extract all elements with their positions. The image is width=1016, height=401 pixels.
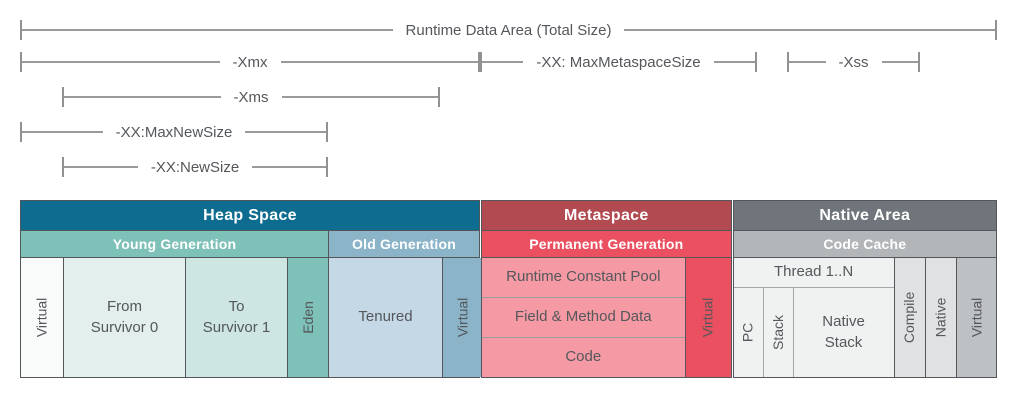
runtime-constant-pool-cell: Runtime Constant Pool <box>482 258 685 297</box>
dim-tick-left <box>20 122 22 142</box>
code-cache-header: Code Cache <box>733 231 996 257</box>
dim-line-segment <box>64 166 138 168</box>
dim-tick-right <box>755 52 758 72</box>
xmx-label: -Xmx <box>232 53 268 71</box>
to-survivor-cell: To Survivor 1 <box>186 258 287 377</box>
dim-runtime-data-area: Runtime Data Area (Total Size) <box>20 19 998 41</box>
heap-virtual-right-label: Virtual <box>454 297 471 338</box>
eden-label: Eden <box>299 301 316 334</box>
runtime-data-area-label: Runtime Data Area (Total Size) <box>405 21 612 39</box>
metaspace-section: Metaspace Permanent Generation Runtime C… <box>481 200 732 378</box>
dim-tick-left <box>787 52 789 72</box>
metaspace-virtual-cell: Virtual <box>685 258 731 377</box>
metaspace-virtual-label: Virtual <box>699 297 716 338</box>
dim-xms: -Xms <box>62 86 440 108</box>
compile-cell: Compile <box>894 258 925 377</box>
native-subheader-row: Code Cache <box>733 231 996 257</box>
native-label: Native <box>932 297 949 338</box>
from-survivor-cell: From Survivor 0 <box>64 258 185 377</box>
old-generation-header: Old Generation <box>329 231 479 257</box>
eden-cell: Eden <box>288 258 328 377</box>
metaspace-header: Metaspace <box>482 201 731 230</box>
heap-virtual-right-cell: Virtual <box>443 258 483 377</box>
code-cell: Code <box>482 338 685 377</box>
dim-new-size: -XX:NewSize <box>62 156 329 178</box>
pc-label: PC <box>739 322 756 343</box>
heap-body-row: Virtual From Survivor 0 To Survivor 1 Ed… <box>21 258 483 377</box>
dim-tick-right <box>326 122 329 142</box>
max-metaspace-size-label: -XX: MaxMetaspaceSize <box>536 53 701 71</box>
metaspace-subheader-row: Permanent Generation <box>482 231 731 257</box>
native-virtual-cell: Virtual <box>956 258 996 377</box>
dim-tick-left <box>480 52 482 72</box>
dim-line-segment <box>245 131 327 133</box>
thread-label-cell: Thread 1..N <box>733 258 894 287</box>
thread-columns: PC Stack Native Stack <box>733 288 894 377</box>
stack-cell: Stack <box>763 288 793 377</box>
heap-subheader-row: Young Generation Old Generation <box>21 231 479 257</box>
dim-line-segment <box>64 96 221 98</box>
dim-max-metaspace-size: -XX: MaxMetaspaceSize <box>480 51 758 73</box>
dim-line-segment <box>789 61 826 63</box>
compile-label: Compile <box>901 291 918 344</box>
permanent-generation-header: Permanent Generation <box>482 231 731 257</box>
native-area-section: Native Area Code Cache Thread 1..N PC St… <box>732 200 997 378</box>
dim-line-segment <box>280 61 478 63</box>
xss-label: -Xss <box>838 53 869 71</box>
new-size-label: -XX:NewSize <box>150 158 240 176</box>
heap-virtual-left-label: Virtual <box>33 297 50 338</box>
native-virtual-label: Virtual <box>967 297 984 338</box>
dim-line-segment <box>22 29 393 31</box>
jvm-memory-table: Heap Space Young Generation Old Generati… <box>20 200 997 378</box>
dim-tick-left <box>62 87 64 107</box>
dim-max-new-size: -XX:MaxNewSize <box>20 121 329 143</box>
dim-xmx: -Xmx <box>20 51 480 73</box>
dim-tick-right <box>438 87 440 107</box>
dim-line-segment <box>22 131 103 133</box>
dim-line-segment <box>624 29 996 31</box>
dim-tick-right <box>478 52 480 72</box>
heap-space-section: Heap Space Young Generation Old Generati… <box>20 200 483 378</box>
dim-tick-right <box>918 52 920 72</box>
xms-label: -Xms <box>233 88 269 106</box>
native-cell: Native <box>925 258 956 377</box>
dim-line-segment <box>482 61 524 63</box>
native-body-row: Thread 1..N PC Stack Native Stack Compil… <box>733 258 996 377</box>
dim-tick-right <box>326 157 329 177</box>
dim-line-segment <box>252 166 327 168</box>
heap-virtual-left-cell: Virtual <box>21 258 63 377</box>
native-area-header: Native Area <box>733 201 996 230</box>
pc-cell: PC <box>733 288 763 377</box>
metaspace-body-row: Runtime Constant Pool Field & Method Dat… <box>482 258 731 377</box>
field-method-data-cell: Field & Method Data <box>482 298 685 337</box>
dim-line-segment <box>713 61 756 63</box>
thread-group: Thread 1..N PC Stack Native Stack <box>733 258 894 377</box>
native-stack-cell: Native Stack <box>793 288 894 377</box>
dim-tick-left <box>62 157 64 177</box>
dim-line-segment <box>22 61 220 63</box>
tenured-cell: Tenured <box>329 258 442 377</box>
dim-xss: -Xss <box>787 51 920 73</box>
dim-line-segment <box>881 61 918 63</box>
young-generation-header: Young Generation <box>21 231 328 257</box>
stack-label: Stack <box>769 314 786 350</box>
dim-tick-left <box>20 20 22 40</box>
heap-space-header: Heap Space <box>21 201 479 230</box>
metaspace-cell-stack: Runtime Constant Pool Field & Method Dat… <box>482 258 685 377</box>
max-new-size-label: -XX:MaxNewSize <box>115 123 233 141</box>
dim-tick-right <box>995 20 998 40</box>
dim-line-segment <box>281 96 438 98</box>
dim-tick-left <box>20 52 22 72</box>
